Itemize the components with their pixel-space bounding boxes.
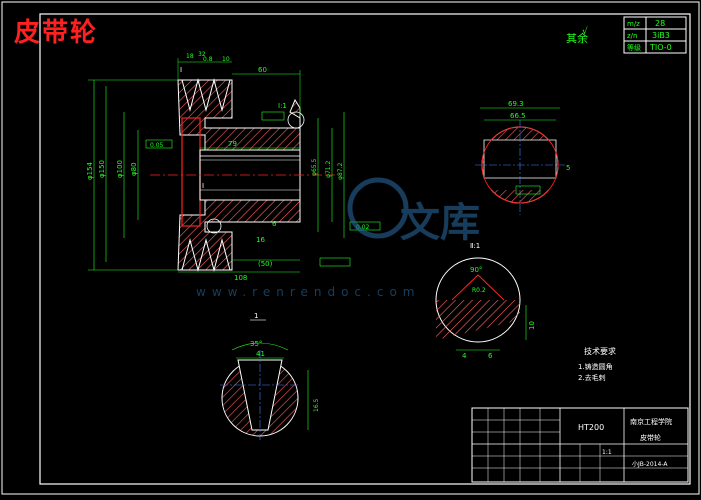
scale-label-2: Ⅰ:1 — [278, 102, 287, 110]
watermark: 文库 www.renrendoc.com — [196, 177, 480, 299]
dim-165: 16.5 — [313, 398, 320, 412]
param-value-1: 3iB3 — [652, 31, 670, 40]
title-scale: 1:1 — [602, 449, 612, 456]
tol-b: 0.02 — [356, 224, 370, 231]
dim-41: 41 — [256, 350, 265, 358]
dim-right-3: φ65.5 — [311, 159, 318, 177]
dim-10: 10 — [528, 321, 536, 330]
tech-requirements: 技术要求 1.铸造圆角 2.去毛刺 — [578, 346, 616, 382]
dim-left-3: φ100 — [116, 160, 124, 178]
scale-label-1: Ⅱ:1 — [470, 242, 480, 250]
view-label-2: I — [202, 182, 204, 190]
title-block: HT200 南京工程学院 皮带轮 小JB-2014-A 1:1 — [471, 407, 689, 483]
keyway-section-view: 69.3 66.5 5 — [475, 100, 570, 215]
detail-view-1: Ⅱ:1 90° R0.2 4 6 10 — [435, 242, 536, 360]
inner-frame — [39, 13, 691, 485]
param-label-1: z/n — [627, 32, 637, 40]
param-label-2: 等级 — [627, 43, 641, 52]
dim-top-d: 10 — [222, 56, 230, 63]
angle-90: 90° — [470, 266, 482, 274]
dim-top-b: 32 — [198, 51, 206, 58]
dim-len-50: (50) — [258, 260, 273, 268]
watermark-logo: 文库 — [400, 200, 480, 246]
view-label-1: I — [180, 66, 182, 74]
r-label: R0.2 — [472, 287, 486, 294]
surface-note: 其余 — [566, 31, 588, 45]
tech-item-0: 1.铸造圆角 — [578, 362, 613, 371]
param-value-0: 28 — [655, 19, 665, 28]
dim-4: 4 — [462, 352, 467, 360]
label-1: 1 — [254, 312, 258, 320]
dim-top-e: 60 — [258, 66, 267, 74]
title-drawing-no: 小JB-2014-A — [632, 460, 668, 468]
dim-left-1: φ154 — [86, 161, 94, 180]
param-table: m/z 28 z/n 3iB3 等级 TIO-0 — [623, 16, 687, 54]
tech-item-1: 2.去毛刺 — [578, 373, 606, 382]
tech-heading: 技术要求 — [584, 346, 616, 356]
tol-a: 0.05 — [150, 142, 164, 149]
dim-6: 6 — [488, 352, 493, 360]
title-school: 南京工程学院 — [630, 417, 672, 426]
param-value-2: TIO-0 — [649, 43, 672, 52]
watermark-url: www.renrendoc.com — [196, 285, 420, 299]
dim-left-4: φ80 — [130, 162, 138, 176]
dim-len-108: 108 — [234, 274, 247, 282]
dim-len-79: 79 — [228, 140, 237, 148]
roughness-symbol: √ — [582, 26, 588, 37]
key-h: 5 — [566, 164, 570, 172]
dim-left-2: φ150 — [98, 160, 106, 178]
dim-len-16: 16 — [256, 236, 265, 244]
param-label-0: m/z — [627, 20, 640, 28]
main-view-dimensions: φ154 φ150 φ100 φ80 32 0.8 10 18 60 I 79 … — [86, 51, 381, 282]
groove-detail-view: 1 35° 41 16.5 — [220, 312, 320, 440]
dim-right-1: φ87.2 — [337, 163, 344, 181]
title-part-name: 皮带轮 — [640, 433, 661, 442]
key-w1: 69.3 — [508, 100, 524, 108]
angle-35: 35° — [250, 340, 262, 348]
drawing-title: 皮带轮 — [14, 18, 99, 48]
key-w2: 66.5 — [510, 112, 526, 120]
dim-len-6: 6 — [272, 220, 277, 228]
dim-top-c: 0.8 — [203, 56, 213, 63]
dim-top-a: 18 — [186, 53, 194, 60]
title-material: HT200 — [578, 423, 604, 432]
pulley-section-view — [150, 78, 335, 272]
dim-right-2: φ71.2 — [325, 161, 332, 179]
